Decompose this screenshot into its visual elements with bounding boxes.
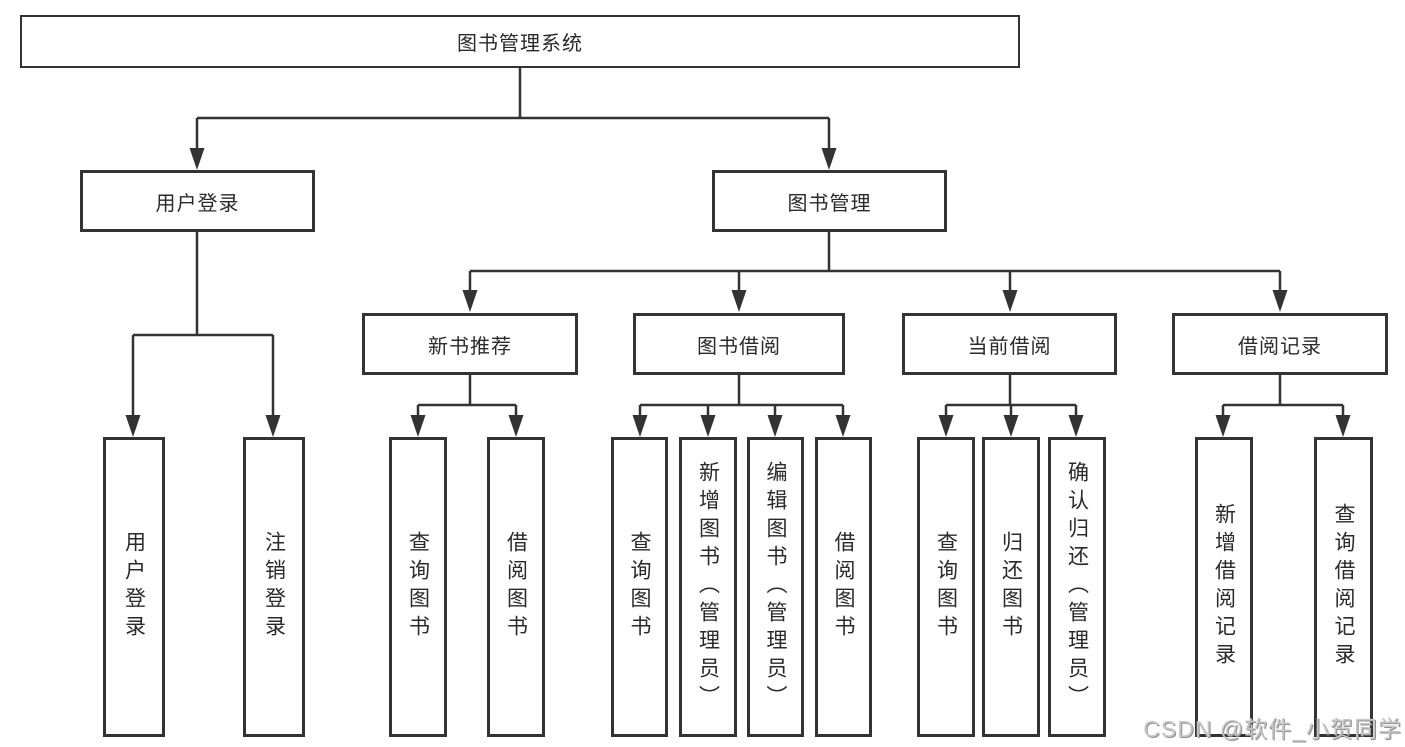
leaf-query-borrowing-record: 查询借阅记录 xyxy=(1314,437,1373,737)
node-book-management: 图书管理 xyxy=(712,170,947,232)
node-book-borrowing: 图书借阅 xyxy=(633,313,845,375)
leaf-label: 查询图书 xyxy=(934,531,958,643)
leaf-label: 查询图书 xyxy=(628,531,652,643)
leaf-borrow-books-borrowing: 借阅图书 xyxy=(815,437,872,737)
node-borrowing-records: 借阅记录 xyxy=(1172,313,1388,375)
tree-edges xyxy=(131,68,1345,417)
node-label: 借阅记录 xyxy=(1238,335,1322,358)
leaf-add-books-admin: 新增图书（管理员） xyxy=(679,437,737,737)
leaf-query-books-newrec: 查询图书 xyxy=(389,437,447,737)
leaf-label: 查询图书 xyxy=(406,531,430,643)
arrow-icons xyxy=(125,148,1351,437)
leaf-label: 确认归还（管理员） xyxy=(1065,461,1089,713)
leaf-borrow-books-newrec: 借阅图书 xyxy=(487,437,545,737)
leaf-return-books: 归还图书 xyxy=(982,437,1040,737)
leaf-label: 注销登录 xyxy=(262,531,286,643)
node-label: 图书管理 xyxy=(787,192,872,215)
node-current-borrowing: 当前借阅 xyxy=(902,313,1117,375)
leaf-logout-login: 注销登录 xyxy=(243,437,305,737)
leaf-label: 新增借阅记录 xyxy=(1212,503,1236,671)
node-label: 图书借阅 xyxy=(697,335,781,358)
node-label: 当前借阅 xyxy=(967,335,1052,358)
leaf-confirm-return-admin: 确认归还（管理员） xyxy=(1048,437,1106,737)
leaf-label: 归还图书 xyxy=(999,531,1023,643)
leaf-query-books-current: 查询图书 xyxy=(917,437,975,737)
leaf-add-borrowing-record: 新增借阅记录 xyxy=(1195,437,1253,737)
node-user-login: 用户登录 xyxy=(80,170,315,232)
node-new-book-recommendation: 新书推荐 xyxy=(362,313,578,375)
leaf-label: 借阅图书 xyxy=(832,531,856,643)
leaf-query-books-borrowing: 查询图书 xyxy=(611,437,668,737)
node-label: 新书推荐 xyxy=(428,335,512,358)
node-label: 图书管理系统 xyxy=(457,33,583,55)
leaf-label: 新增图书（管理员） xyxy=(696,461,720,713)
leaf-label: 查询借阅记录 xyxy=(1332,503,1356,671)
node-root-library-management-system: 图书管理系统 xyxy=(20,15,1020,68)
leaf-edit-books-admin: 编辑图书（管理员） xyxy=(747,437,804,737)
leaf-label: 借阅图书 xyxy=(504,531,528,643)
csdn-watermark: CSDN @软件_小贺同学 xyxy=(1143,716,1402,742)
leaf-user-login: 用户登录 xyxy=(103,437,165,737)
leaf-label: 用户登录 xyxy=(122,531,146,643)
leaf-label: 编辑图书（管理员） xyxy=(764,461,788,713)
node-label: 用户登录 xyxy=(155,192,240,215)
